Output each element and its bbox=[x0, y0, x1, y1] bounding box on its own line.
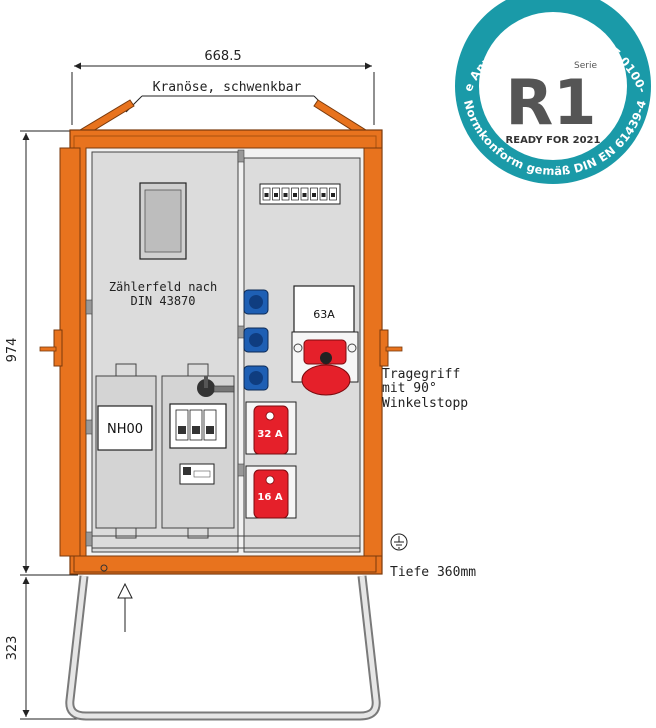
breaker-toggle bbox=[331, 193, 335, 197]
schuko-socket-3 bbox=[243, 365, 269, 391]
stand-frame bbox=[65, 575, 381, 721]
crane-eye-label: Kranöse, schwenkbar bbox=[153, 80, 302, 95]
height-label: 974 bbox=[5, 338, 20, 363]
breaker-toggle bbox=[302, 193, 307, 197]
cable-entry bbox=[92, 535, 360, 572]
breaker-strip bbox=[259, 183, 341, 205]
handle-label-2: mit 90° bbox=[382, 381, 437, 396]
fuse-label: NH00 bbox=[107, 422, 143, 437]
side-handle-left bbox=[39, 329, 63, 367]
cable-entry-arrow bbox=[117, 582, 133, 632]
main-switch-module bbox=[161, 363, 235, 539]
badge-inner bbox=[479, 12, 627, 160]
fuse-module: NH00 bbox=[95, 363, 157, 539]
badge-ready: READY FOR 2021 bbox=[506, 135, 601, 146]
width-label: 668.5 bbox=[204, 49, 241, 64]
cee-socket-32a: 32 A bbox=[245, 401, 297, 455]
handle-label-3: Winkelstopp bbox=[382, 396, 468, 411]
left-hinges bbox=[85, 299, 93, 547]
ground-icon bbox=[390, 533, 408, 551]
cee-32-label: 32 A bbox=[257, 429, 282, 440]
crane-eye-right bbox=[313, 99, 368, 135]
handle-callout: Tragegriff mit 90° Winkelstopp bbox=[382, 367, 468, 411]
cee-63-label: 63A bbox=[313, 308, 335, 321]
cee-16-label: 16 A bbox=[257, 492, 282, 503]
breaker-toggle bbox=[283, 193, 288, 197]
height-dimension: 974 323 bbox=[5, 130, 78, 720]
schuko-socket-2 bbox=[243, 327, 269, 353]
meter-field-label-2: DIN 43870 bbox=[130, 294, 195, 308]
schuko-socket-1 bbox=[243, 289, 269, 315]
side-handle-right bbox=[379, 329, 403, 367]
depth-label: Tiefe 360mm bbox=[390, 565, 476, 580]
cee-socket-63a: 63A bbox=[291, 285, 359, 396]
breaker-toggle bbox=[274, 193, 278, 197]
crane-eye-left bbox=[78, 99, 135, 135]
width-dimension: 668.5 bbox=[71, 49, 375, 125]
meter-field-label-1: Zählerfeld nach bbox=[109, 280, 217, 294]
breaker-toggle bbox=[321, 193, 326, 197]
badge-logo: R1 bbox=[506, 66, 597, 139]
crane-eye-callout: Kranöse, schwenkbar bbox=[125, 80, 331, 113]
cee-socket-16a: 16 A bbox=[245, 465, 297, 519]
breaker-slots bbox=[262, 187, 337, 201]
stand-label: 323 bbox=[5, 636, 20, 661]
handle-label-1: Tragegriff bbox=[382, 367, 460, 382]
badge-serie: Serie bbox=[574, 61, 597, 71]
breaker-toggle bbox=[293, 193, 297, 197]
breaker-toggle bbox=[264, 193, 269, 197]
breaker-toggle bbox=[312, 193, 316, 197]
